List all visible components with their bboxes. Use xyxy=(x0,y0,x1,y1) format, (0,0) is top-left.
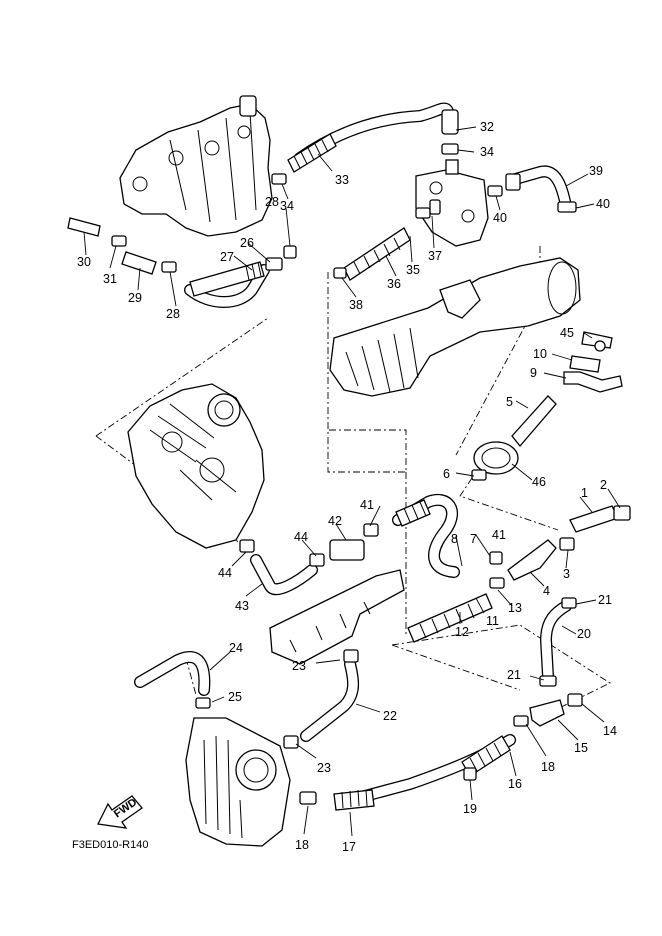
part-label-4: 4 xyxy=(543,584,550,598)
part-label-24: 24 xyxy=(229,641,243,655)
part-label-28a: 28 xyxy=(265,195,279,209)
part-label-16: 16 xyxy=(508,777,522,791)
part-label-20: 20 xyxy=(577,627,591,641)
part-label-15: 15 xyxy=(574,741,588,755)
part-label-6: 6 xyxy=(443,467,450,481)
part-label-38: 38 xyxy=(349,298,363,312)
part-label-13: 13 xyxy=(508,601,522,615)
part-label-44b: 44 xyxy=(218,566,232,580)
part-label-18a: 18 xyxy=(295,838,309,852)
part-label-12: 12 xyxy=(455,625,469,639)
part-label-25: 25 xyxy=(228,690,242,704)
part-label-40b: 40 xyxy=(596,197,610,211)
part-label-34b: 34 xyxy=(280,199,294,213)
exhaust-manifold xyxy=(119,95,273,237)
part-label-26: 26 xyxy=(240,236,254,250)
part-label-11: 11 xyxy=(486,614,499,628)
part-label-29: 29 xyxy=(128,291,142,305)
engine-housing xyxy=(127,383,265,549)
part-label-8: 8 xyxy=(451,532,458,546)
part-label-42: 42 xyxy=(328,514,342,528)
part-label-14: 14 xyxy=(603,724,617,738)
part-label-10: 10 xyxy=(533,347,547,361)
part-label-23a: 23 xyxy=(292,659,306,673)
part-label-21a: 21 xyxy=(598,593,612,607)
part-label-2: 2 xyxy=(600,478,607,492)
part-label-44a: 44 xyxy=(294,530,308,544)
part-label-41a: 41 xyxy=(360,498,374,512)
part-label-3: 3 xyxy=(563,567,570,581)
part-label-1: 1 xyxy=(581,486,588,500)
part-label-22: 22 xyxy=(383,709,397,723)
part-label-45: 45 xyxy=(560,326,574,340)
part-label-33: 33 xyxy=(335,173,349,187)
part-label-9: 9 xyxy=(530,366,537,380)
part-label-43: 43 xyxy=(235,599,249,613)
part-label-39: 39 xyxy=(589,164,603,178)
part-label-28b: 28 xyxy=(166,307,180,321)
part-label-34a: 34 xyxy=(480,145,494,159)
part-label-40a: 40 xyxy=(493,211,507,225)
part-label-46: 46 xyxy=(532,475,546,489)
part-label-21b: 21 xyxy=(507,668,521,682)
part-label-36: 36 xyxy=(387,277,401,291)
part-number-labels: 1 2 3 4 5 6 7 8 9 10 11 12 13 14 15 16 1… xyxy=(77,120,617,854)
part-label-23b: 23 xyxy=(317,761,331,775)
part-label-19: 19 xyxy=(463,802,477,816)
cooling-manifold xyxy=(269,569,405,665)
part-label-17: 17 xyxy=(342,840,356,854)
part-label-30: 30 xyxy=(77,255,91,269)
part-label-27: 27 xyxy=(220,250,234,264)
leader-lines xyxy=(83,126,621,837)
part-label-32: 32 xyxy=(480,120,494,134)
exhaust-tube xyxy=(329,257,581,397)
part-label-35: 35 xyxy=(406,263,420,277)
thermostat-housing xyxy=(415,159,489,247)
part-label-7: 7 xyxy=(470,532,477,546)
part-label-37: 37 xyxy=(428,249,442,263)
part-label-5: 5 xyxy=(506,395,513,409)
part-label-18b: 18 xyxy=(541,760,555,774)
fittings xyxy=(67,109,631,805)
diagram-code: F3ED010-R140 xyxy=(72,839,148,851)
part-label-31: 31 xyxy=(103,272,117,286)
part-label-41b: 41 xyxy=(492,528,506,542)
water-pump xyxy=(185,717,291,847)
forward-direction-arrow-icon: FWD xyxy=(97,795,143,829)
